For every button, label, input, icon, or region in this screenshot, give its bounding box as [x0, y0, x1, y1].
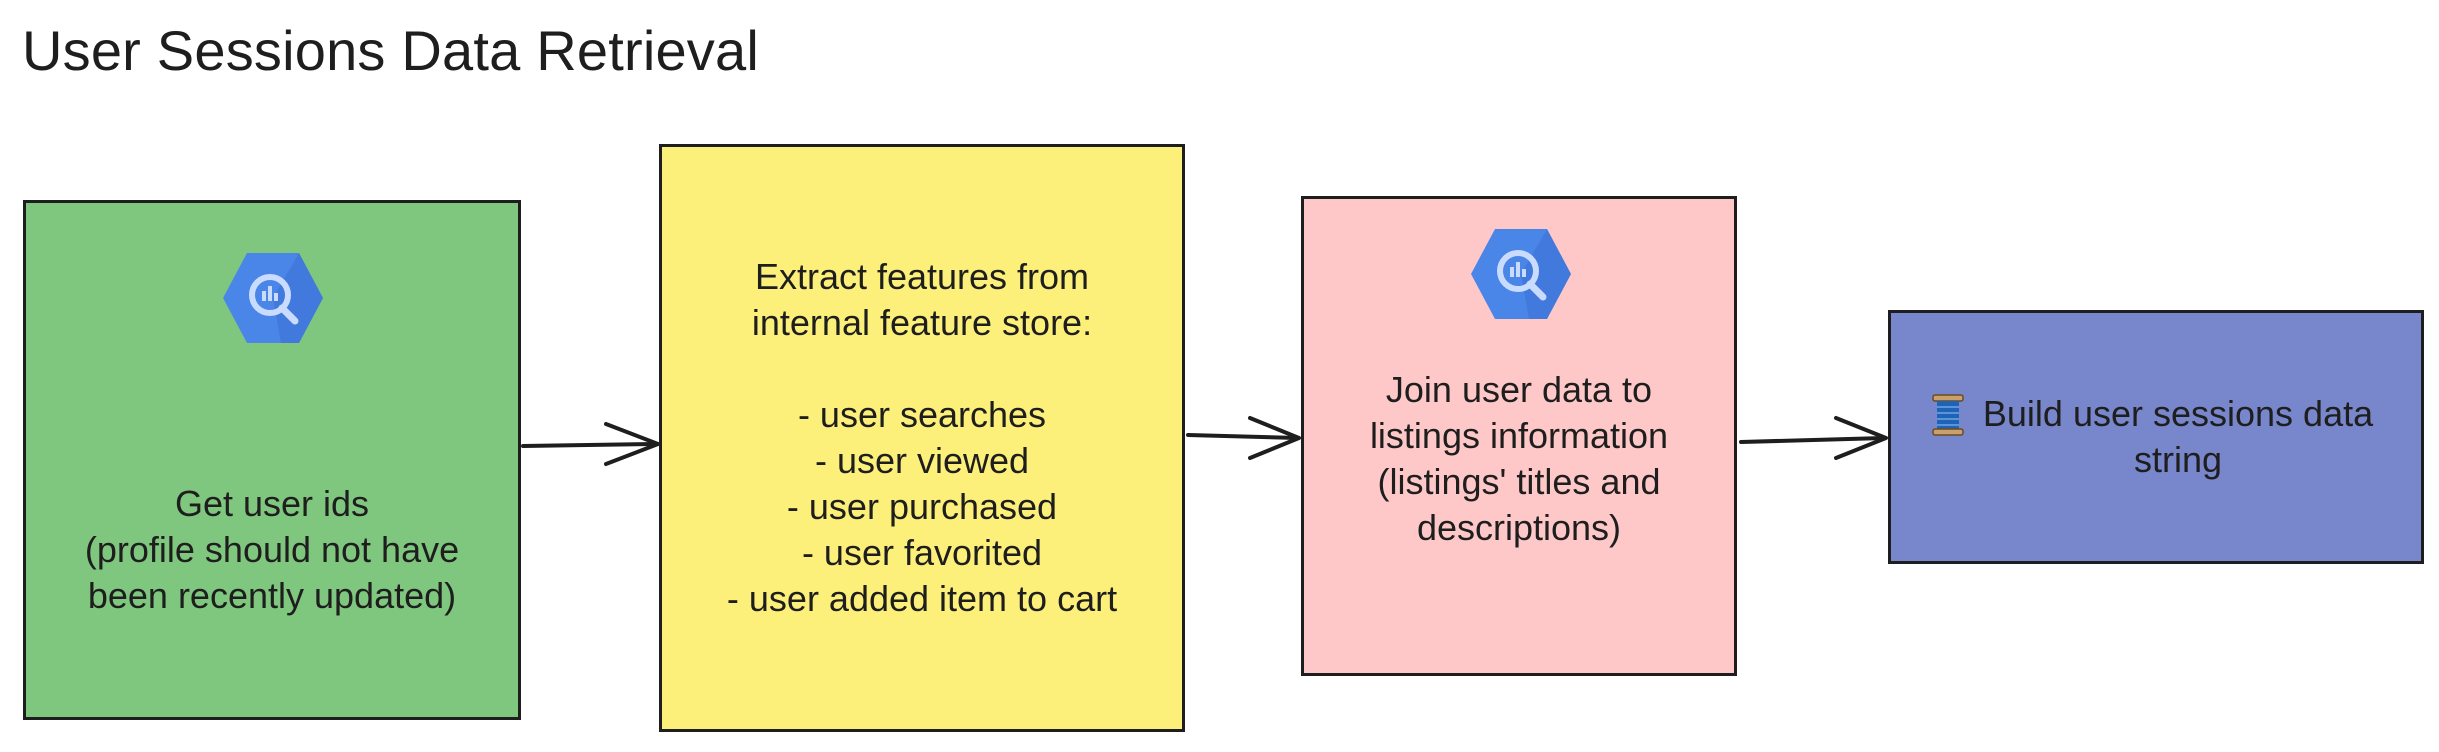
bigquery-icon	[1471, 229, 1571, 319]
thread-spool-icon	[1932, 394, 1964, 436]
bigquery-icon	[223, 253, 323, 343]
arrow-get-user-ids-to-extract-features	[521, 422, 660, 466]
node-build-sessions[interactable]: Build user sessions data string	[1888, 310, 2424, 564]
node-label: Extract features from internal feature s…	[726, 256, 1118, 619]
node-label: Get user ids (profile should not have be…	[84, 483, 460, 616]
node-label: Build user sessions data string	[1982, 393, 2374, 480]
arrow-join-listings-to-build-sessions	[1739, 416, 1888, 460]
node-extract-features[interactable]: Extract features from internal feature s…	[659, 144, 1185, 732]
node-join-listings[interactable]: Join user data to listings information (…	[1301, 196, 1737, 676]
node-get-user-ids[interactable]: Get user ids (profile should not have be…	[23, 200, 521, 720]
node-label: Join user data to listings information (…	[1369, 369, 1669, 548]
arrow-extract-features-to-join-listings	[1186, 416, 1301, 460]
page-title: User Sessions Data Retrieval	[22, 19, 759, 82]
